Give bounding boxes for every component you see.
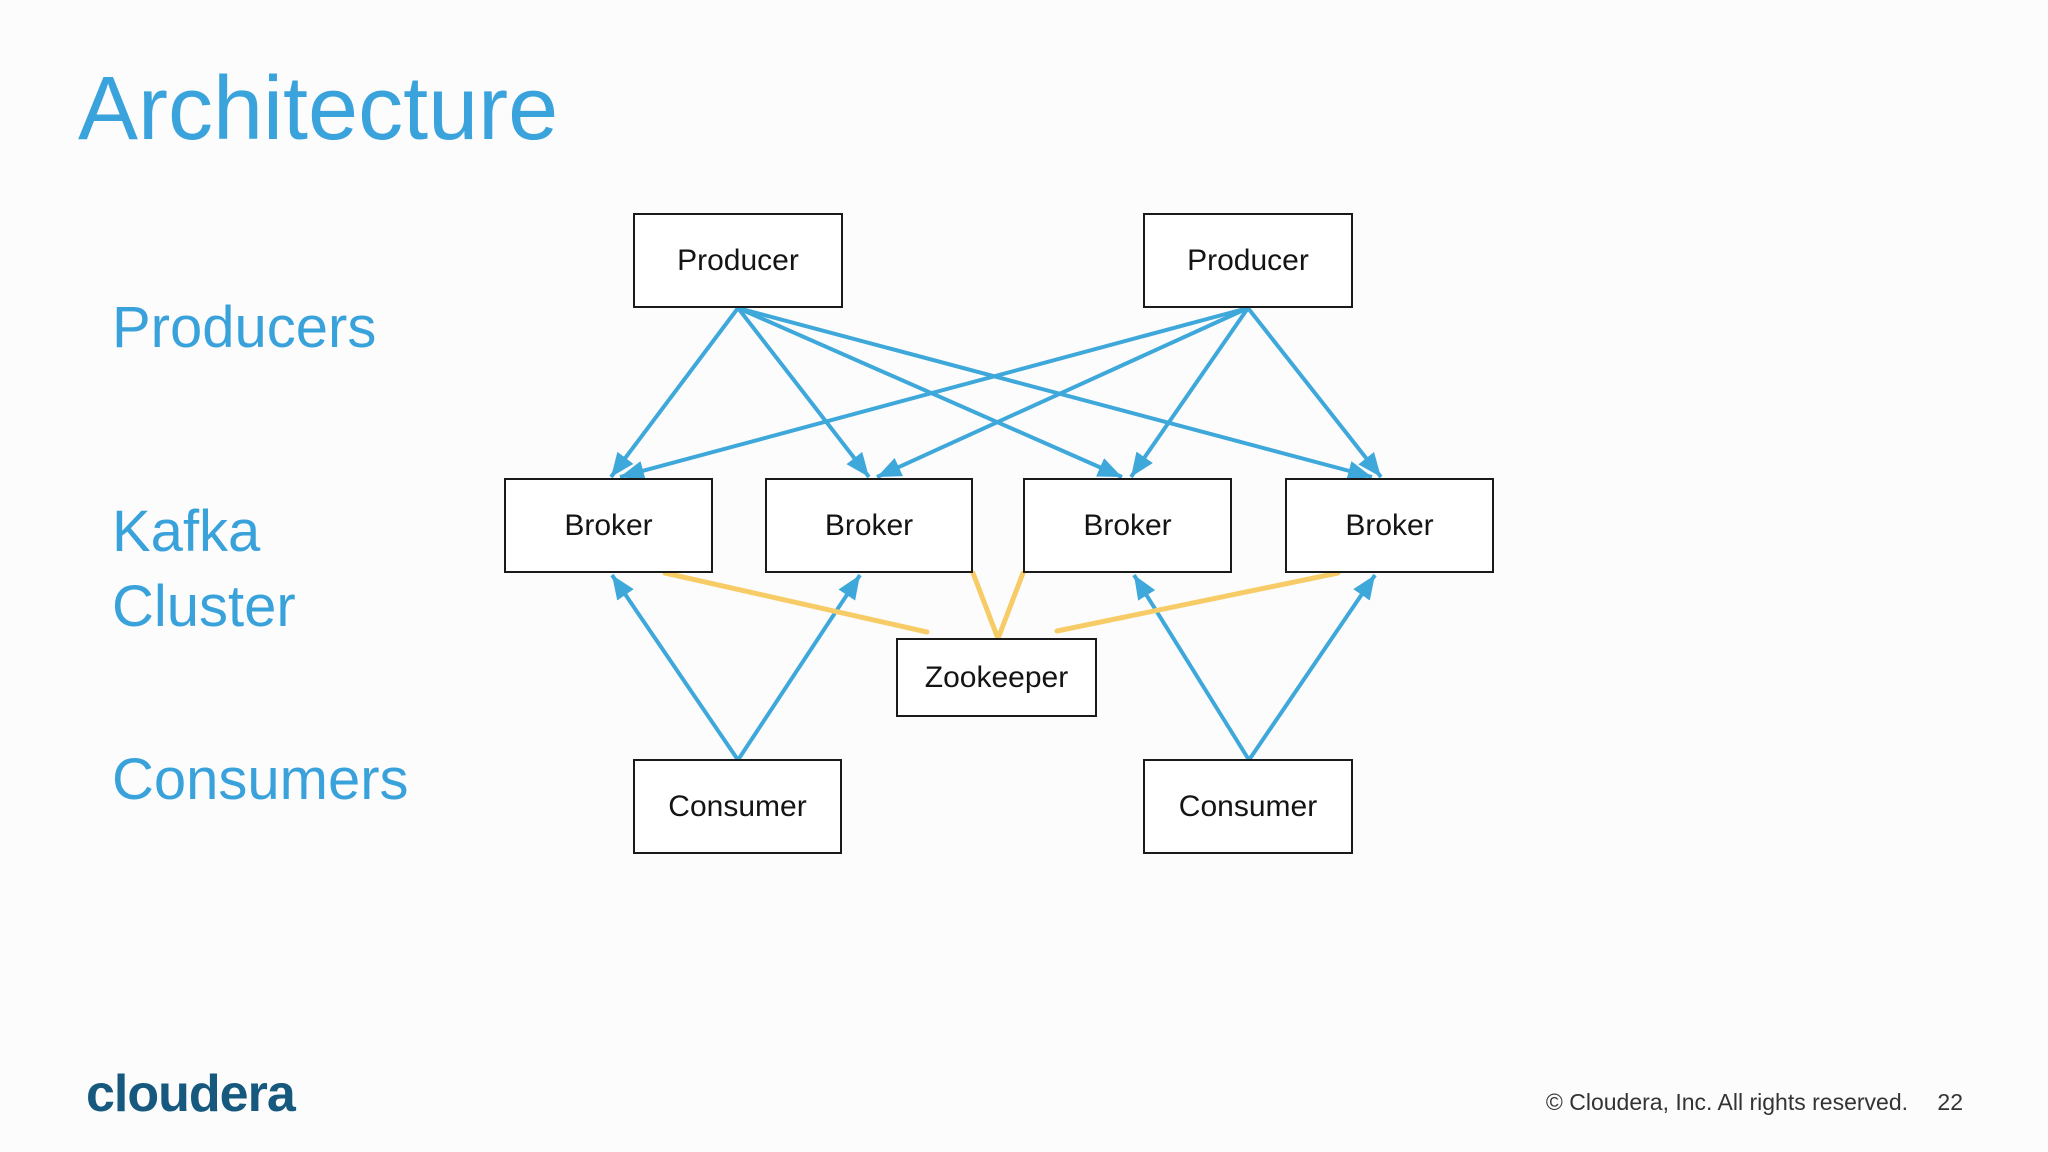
node-broker-1: Broker [504, 478, 713, 573]
edge-producer-1-to-broker-2 [736, 306, 871, 479]
label-consumers: Consumers [112, 747, 409, 812]
edge-consumer-1-to-broker-2 [736, 573, 862, 762]
edge-consumer-1-to-broker-1 [610, 573, 740, 762]
edge-zookeeper-to-broker-2 [970, 570, 1000, 639]
cloudera-logo: cloudera [86, 1065, 296, 1123]
node-zookeeper: Zookeeper [896, 638, 1097, 717]
edge-producer-2-to-broker-3 [1129, 306, 1250, 479]
node-consumer-2: Consumer [1143, 759, 1353, 854]
edge-producer-1-to-broker-4 [737, 306, 1373, 481]
node-broker-3: Broker [1023, 478, 1232, 573]
label-producers: Producers [112, 295, 377, 360]
node-consumer-1: Consumer [633, 759, 842, 854]
edge-producer-2-to-broker-1 [619, 306, 1249, 481]
node-broker-4: Broker [1285, 478, 1494, 573]
page-number: 22 [1937, 1089, 1963, 1115]
edge-zookeeper-to-broker-4 [1054, 570, 1341, 634]
node-broker-2: Broker [765, 478, 973, 573]
copyright-text: © Cloudera, Inc. All rights reserved. [1545, 1089, 1908, 1115]
node-producer-2: Producer [1143, 213, 1353, 308]
edge-producer-1-to-broker-1 [609, 306, 740, 479]
edge-consumer-2-to-broker-3 [1132, 573, 1251, 762]
edge-producer-2-to-broker-2 [876, 306, 1249, 479]
edge-producer-2-to-broker-4 [1246, 306, 1383, 479]
node-producer-1: Producer [633, 213, 843, 308]
edge-zookeeper-to-broker-1 [662, 570, 930, 635]
edge-consumer-2-to-broker-4 [1247, 573, 1377, 762]
label-kafka-cluster: Kafka Cluster [112, 499, 296, 640]
page-title: Architecture [78, 59, 559, 159]
edge-producer-1-to-broker-3 [737, 306, 1123, 479]
edge-zookeeper-to-broker-3 [996, 570, 1026, 639]
